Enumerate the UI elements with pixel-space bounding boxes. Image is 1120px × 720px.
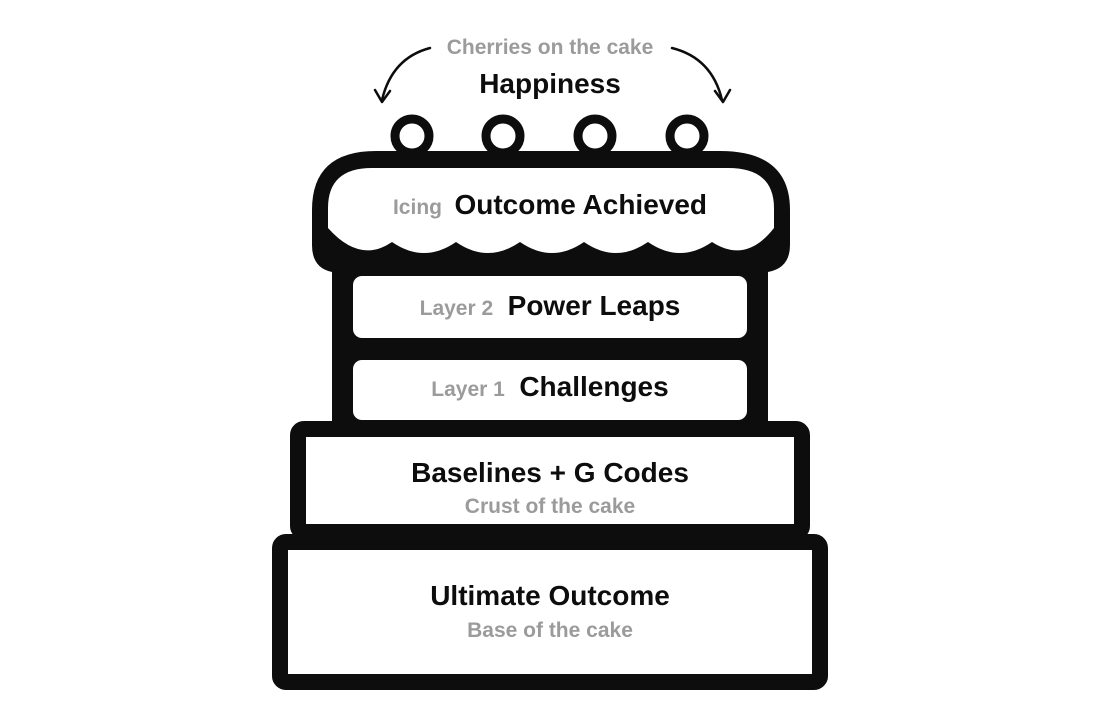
icing-band bbox=[328, 168, 774, 253]
layer-1-band bbox=[353, 360, 747, 420]
cherry-1 bbox=[390, 114, 434, 158]
layer-1-title: Challenges bbox=[519, 371, 669, 402]
layer-1-tag: Layer 1 bbox=[431, 378, 505, 401]
icing-label-row: Icing Outcome Achieved bbox=[393, 189, 707, 221]
cherries-caption: Cherries on the cake bbox=[446, 36, 654, 59]
icing-title: Outcome Achieved bbox=[454, 189, 708, 220]
base-subtitle: Base of the cake bbox=[467, 619, 633, 642]
crust-subtitle: Crust of the cake bbox=[464, 495, 636, 518]
crust-title: Baselines + G Codes bbox=[411, 457, 689, 488]
layer-2-band bbox=[353, 276, 747, 338]
cherry-4 bbox=[665, 114, 709, 158]
cherries-title: Happiness bbox=[479, 68, 621, 99]
cherry-3 bbox=[573, 114, 617, 158]
layer-2-tag: Layer 2 bbox=[419, 297, 494, 320]
crust-tier bbox=[290, 421, 810, 540]
base-tier bbox=[272, 534, 828, 690]
cherry-2 bbox=[481, 114, 525, 158]
layer-2-label-row: Layer 2 Power Leaps bbox=[420, 290, 681, 322]
cherries bbox=[390, 114, 709, 158]
left-curved-arrow bbox=[373, 46, 432, 104]
layer-2-title: Power Leaps bbox=[507, 290, 681, 321]
base-title: Ultimate Outcome bbox=[430, 580, 670, 611]
right-curved-arrow bbox=[670, 46, 732, 104]
layer-1-label-row: Layer 1 Challenges bbox=[431, 371, 668, 403]
icing-tag: Icing bbox=[392, 196, 442, 219]
